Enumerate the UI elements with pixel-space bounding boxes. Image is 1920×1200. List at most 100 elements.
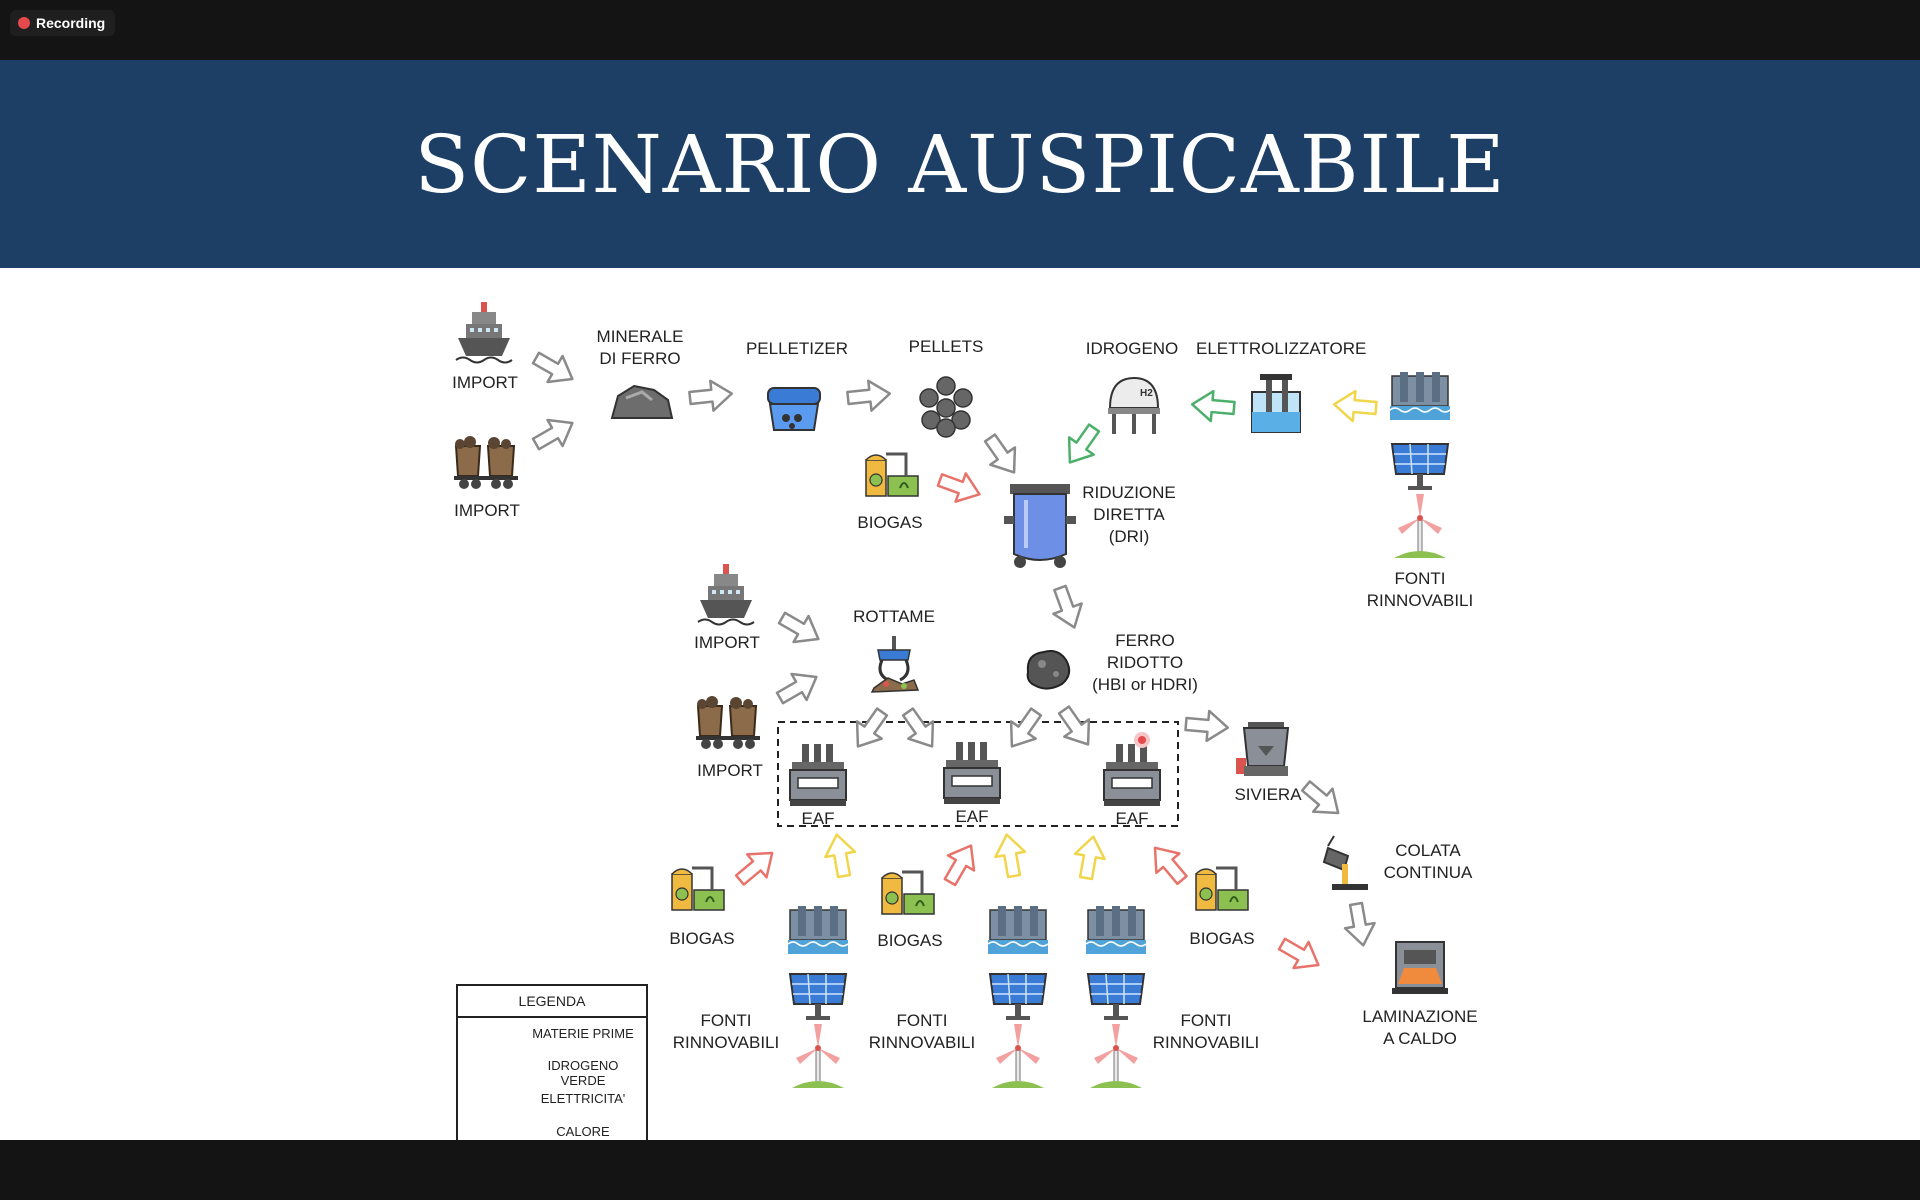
label-biogas: BIOGAS — [1189, 929, 1255, 948]
arrow-electricity — [820, 830, 861, 880]
wind-turbine-icon — [1393, 493, 1447, 559]
hydro-dam-icon — [1389, 371, 1451, 421]
arrow-heat — [935, 836, 986, 891]
ship-icon — [455, 301, 513, 364]
hydrogen-tank-icon: H2 — [1108, 376, 1160, 434]
ship-icon — [697, 563, 755, 626]
legend-box: LEGENDA MATERIE PRIME IDROGENO VERDE ELE… — [456, 984, 648, 1150]
pellets-icon — [919, 376, 973, 438]
biogas-plant-icon — [880, 870, 936, 916]
eaf-furnace-icon — [943, 741, 1001, 805]
label-pelletizer: PELLETIZER — [745, 339, 849, 358]
slide-title: SCENARIO AUSPICABILE — [414, 117, 1506, 211]
label-eaf: EAF — [1115, 809, 1149, 828]
electrolyzer-icon — [1251, 374, 1301, 433]
label-elettrolizzatore: ELETTROLIZZATORE — [1196, 339, 1367, 358]
ladle-icon — [1236, 722, 1290, 776]
biogas-plant-icon — [670, 866, 726, 912]
title-band: SCENARIO AUSPICABILE — [0, 60, 1920, 268]
solar-panel-icon — [989, 973, 1047, 1021]
label-idrogeno: IDROGENO — [1085, 339, 1179, 358]
arrow-raw-material — [527, 343, 582, 394]
biogas-plant-icon — [864, 452, 920, 498]
recording-dot-icon — [18, 17, 30, 29]
arrow-raw-material — [998, 702, 1050, 757]
label-eaf: EAF — [801, 809, 835, 828]
hydro-dam-icon — [987, 905, 1049, 955]
label-biogas: BIOGAS — [669, 929, 735, 948]
arrow-heat — [1273, 929, 1328, 980]
arrow-raw-material — [1339, 900, 1380, 950]
arrow-raw-material — [976, 428, 1028, 483]
arrow-hydrogen — [1056, 418, 1108, 473]
casting-icon — [1322, 835, 1368, 890]
hydro-dam-icon — [1085, 905, 1147, 955]
train-icon — [453, 435, 519, 490]
label-pellets: PELLETS — [908, 337, 984, 356]
solar-panel-icon — [789, 973, 847, 1021]
wind-turbine-icon — [991, 1023, 1045, 1089]
dri-reactor-icon — [1004, 484, 1076, 568]
solar-panel-icon — [1087, 973, 1145, 1021]
arrow-raw-material — [1044, 581, 1090, 634]
presentation-slide: SCENARIO AUSPICABILE — [0, 60, 1920, 1152]
arrow-raw-material — [1050, 700, 1102, 755]
legend-item-electricity: ELETTRICITA' — [540, 1091, 626, 1106]
recording-indicator[interactable]: Recording — [10, 10, 116, 36]
label-siviera: SIVIERA — [1234, 785, 1302, 804]
label-import-train: IMPORT — [697, 761, 763, 780]
diagram-graphics: H2 — [453, 301, 1451, 1152]
hbi-icon — [1026, 650, 1071, 690]
solar-panel-icon — [1391, 443, 1449, 491]
arrow-hydrogen — [1189, 388, 1237, 425]
arrow-raw-material — [845, 377, 893, 415]
process-diagram: H2 — [0, 268, 1920, 1152]
biogas-plant-icon — [1194, 866, 1250, 912]
arrow-raw-material — [527, 408, 582, 459]
arrow-electricity — [1331, 388, 1379, 425]
label-rottame: ROTTAME — [853, 607, 935, 626]
legend-item-raw: MATERIE PRIME — [532, 1026, 634, 1041]
arrow-raw-material — [894, 702, 946, 757]
train-icon — [695, 695, 761, 750]
scrap-grabber-icon — [870, 636, 920, 693]
hydro-dam-icon — [787, 905, 849, 955]
svg-text:H2: H2 — [1140, 388, 1153, 399]
rolling-mill-icon — [1392, 941, 1448, 994]
recording-label: Recording — [36, 15, 106, 31]
arrow-heat — [729, 840, 784, 893]
label-import-ship: IMPORT — [694, 633, 760, 652]
arrow-raw-material — [844, 702, 896, 757]
wind-turbine-icon — [791, 1023, 845, 1089]
label-biogas: BIOGAS — [877, 931, 943, 950]
label-biogas: BIOGAS — [857, 513, 923, 532]
eaf-furnace-icon — [789, 743, 847, 807]
arrow-raw-material — [773, 603, 828, 654]
arrow-electricity — [1069, 832, 1110, 882]
arrow-electricity — [990, 830, 1031, 880]
iron-ore-icon — [610, 384, 674, 419]
wind-turbine-icon — [1089, 1023, 1143, 1089]
bottom-bar — [0, 1140, 1920, 1200]
label-import-train: IMPORT — [454, 501, 520, 520]
legend-title: LEGENDA — [458, 986, 646, 1018]
label-import-ship: IMPORT — [452, 373, 518, 392]
arrow-raw-material — [687, 377, 735, 415]
top-bar: Recording — [0, 0, 1920, 60]
pelletizer-icon — [767, 387, 821, 431]
arrow-raw-material — [771, 662, 826, 713]
legend-item-hydrogen: IDROGENO VERDE — [547, 1058, 619, 1088]
label-eaf: EAF — [955, 807, 989, 826]
arrow-raw-material — [1183, 707, 1231, 744]
arrow-heat — [1142, 836, 1195, 891]
legend-item-heat: CALORE — [556, 1124, 610, 1139]
